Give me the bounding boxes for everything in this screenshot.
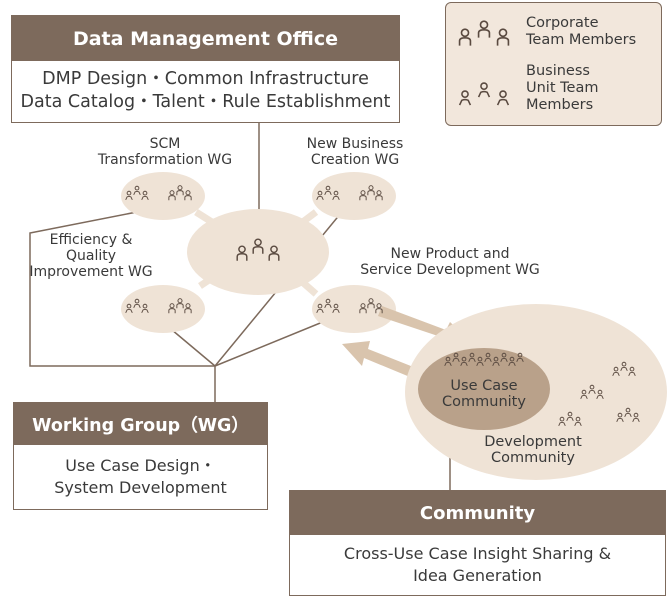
efficiency-wg-ellipse: [121, 285, 205, 333]
use-case-community-label: Use Case Community: [424, 378, 544, 410]
working-group-box: Working Group（WG） Use Case Design・ Syste…: [13, 402, 268, 510]
wg-title: Working Group（WG）: [14, 403, 267, 445]
hub-ellipse: [187, 209, 329, 295]
corporate-members-icon: [458, 20, 510, 47]
scm-wg-label-line-2: Transformation WG: [97, 152, 233, 168]
new-product-wg-label: New Product and Service Development WG: [335, 246, 565, 278]
legend: Corporate Team Members Business Unit Tea…: [445, 2, 662, 126]
use-case-label-line-1: Use Case: [450, 378, 518, 394]
data-management-office-box: Data Management Office DMP Design・Common…: [11, 15, 400, 123]
legend-corporate-line-2: Team Members: [526, 32, 637, 48]
scm-wg-label-line-1: SCM: [149, 136, 181, 152]
business-unit-members-icon: [458, 81, 510, 106]
legend-business-line-1: Business: [526, 63, 590, 79]
scm-wg-ellipse: [121, 172, 205, 220]
efficiency-wg-label: Efficiency & Quality Improvement WG: [16, 232, 166, 280]
legend-business-line-3: Members: [526, 97, 594, 113]
legend-business-line-2: Unit Team: [526, 80, 599, 96]
new-business-wg-label: New Business Creation WG: [280, 136, 430, 168]
efficiency-wg-label-line-1: Efficiency &: [49, 232, 133, 248]
scm-wg-label: SCM Transformation WG: [70, 136, 260, 168]
new-product-wg-ellipse: [312, 285, 396, 333]
new-product-wg-label-line-2: Service Development WG: [360, 262, 540, 278]
efficiency-wg-label-line-3: Improvement WG: [29, 264, 153, 280]
wg-line-2: System Development: [54, 477, 227, 497]
development-label-line-1: Development: [484, 434, 582, 450]
community-line-1: Cross-Use Case Insight Sharing &: [343, 543, 612, 563]
dmo-line-1: DMP Design・Common Infrastructure: [42, 69, 369, 89]
new-product-wg-label-line-1: New Product and: [390, 246, 510, 262]
community-line-2: Idea Generation: [413, 565, 542, 585]
development-label-line-2: Community: [491, 450, 575, 466]
use-case-community-ellipse: [418, 348, 550, 430]
use-case-label-line-2: Community: [442, 394, 526, 410]
efficiency-wg-label-line-2: Quality: [65, 248, 117, 264]
community-box: Community Cross-Use Case Insight Sharing…: [289, 490, 666, 596]
wg-line-1: Use Case Design・: [65, 455, 216, 475]
dmo-line-2: Data Catalog・Talent・Rule Establishment: [20, 92, 391, 112]
dmo-title: Data Management Office: [12, 16, 399, 61]
new-business-wg-label-line-2: Creation WG: [310, 152, 400, 168]
new-business-wg-label-line-1: New Business: [306, 136, 404, 152]
new-business-wg-ellipse: [312, 172, 396, 220]
community-title: Community: [290, 491, 665, 535]
development-community-label: Development Community: [458, 434, 608, 466]
legend-corporate-line-1: Corporate: [526, 15, 599, 31]
